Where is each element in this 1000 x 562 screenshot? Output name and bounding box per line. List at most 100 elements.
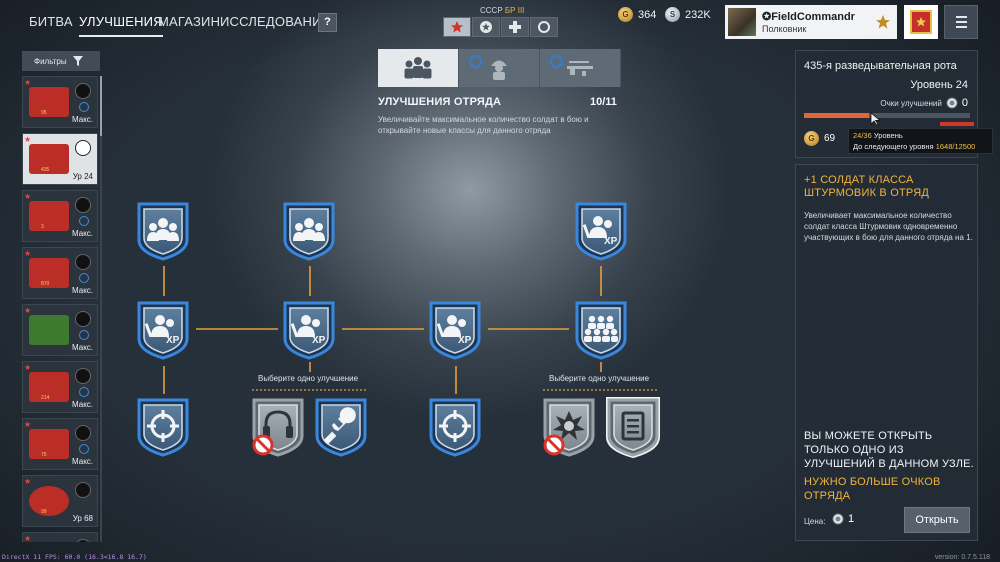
price-value: 1 — [848, 513, 855, 525]
player-name: ✪FieldCommandr — [762, 11, 855, 23]
squad-level: Макс. — [71, 400, 93, 409]
squad-emblem-icon — [29, 372, 69, 402]
squad-coins: G 69 — [804, 131, 835, 146]
branch-us[interactable] — [472, 17, 500, 37]
nation-star-icon: ★ — [24, 78, 32, 87]
nation-star-icon: ★ — [24, 306, 32, 315]
squad-card[interactable]: ★ — [22, 532, 98, 542]
squad-number: 75 — [41, 452, 47, 458]
upgrade-node-squad-size[interactable] — [137, 202, 189, 261]
squad-card[interactable]: ★ 870 Макс. — [22, 247, 98, 299]
squad-number: 95 — [41, 110, 47, 116]
check-circle-icon — [469, 55, 482, 68]
tab-battle[interactable]: БИТВА — [29, 14, 73, 29]
branch-japan[interactable] — [530, 17, 558, 37]
tab-research[interactable]: ИССЛЕДОВАНИЯ — [220, 14, 332, 29]
squad-coins-value: 69 — [824, 133, 836, 144]
squad-card-selected[interactable]: ★ 435 Ур 24 — [22, 133, 98, 185]
squad-card[interactable]: ★ 214 Макс. — [22, 361, 98, 413]
squad-emblem-icon — [29, 315, 69, 345]
upgrade-node-explosive-locked[interactable] — [543, 398, 595, 457]
tab-squad-upgrades[interactable] — [378, 49, 459, 87]
upgrade-node-sniper-class[interactable] — [429, 398, 481, 457]
debug-fps-text: DirectX 11 FPS: 60.0 (16.3<16.8 16.7) — [2, 553, 147, 561]
tab-upgrades[interactable]: УЛУЧШЕНИЯ — [79, 14, 163, 37]
upgrade-description: Увеличивает максимальное количество солд… — [804, 211, 973, 242]
cross-icon — [509, 21, 521, 33]
nation-star-icon: ★ — [24, 249, 32, 258]
tab-shop[interactable]: МАГАЗИН — [158, 14, 221, 29]
filters-button[interactable]: Фильтры — [22, 51, 100, 71]
hamburger-menu-button[interactable] — [944, 5, 978, 39]
player-rank: Полковник — [762, 24, 807, 34]
tooltip-level-value: 24/36 — [853, 131, 872, 140]
class-icon — [75, 197, 91, 213]
upgrade-node-xp-boost[interactable] — [429, 301, 481, 360]
upgrade-node-squad-xp[interactable] — [575, 202, 627, 261]
upgrade-node-assault-soldier[interactable] — [575, 301, 627, 360]
squad-name: 435-я разведывательная рота — [804, 60, 957, 72]
squad-emblem-icon — [29, 144, 69, 174]
nation-star-icon: ★ — [24, 363, 32, 372]
squad-number: 99 — [41, 509, 47, 515]
gold-amount: 364 — [638, 8, 657, 21]
squad-number: 870 — [41, 281, 50, 287]
squad-emblem-icon — [29, 429, 69, 459]
squad-card[interactable]: ★ 99 Ур 68 — [22, 475, 98, 527]
squad-level: Ур 68 — [72, 514, 93, 523]
branch-germany[interactable] — [501, 17, 529, 37]
class-icon — [75, 83, 91, 99]
silver-coin-icon: S — [665, 7, 680, 22]
upgrade-node-squad-size[interactable] — [283, 202, 335, 261]
menu-line-icon — [955, 26, 967, 28]
upgrade-title: +1 СОЛДАТ КЛАССА ШТУРМОВИК В ОТРЯД — [804, 174, 929, 199]
crosshair-class-icon — [75, 140, 91, 156]
nation-star-icon: ★ — [24, 534, 32, 542]
upgrade-node-xp-boost[interactable] — [137, 301, 189, 360]
gold-coin-icon: G — [618, 7, 633, 22]
squad-level: Ур 24 — [72, 172, 93, 181]
upgrade-detail-panel: +1 СОЛДАТ КЛАССА ШТУРМОВИК В ОТРЯД Увели… — [795, 164, 978, 541]
scrollbar-thumb[interactable] — [100, 76, 102, 136]
medal-icon — [910, 10, 932, 34]
squad-level: Макс. — [71, 457, 93, 466]
open-upgrade-button[interactable]: Открыть — [904, 507, 970, 533]
choose-one-upgrade-label: Выберите одно улучшение — [258, 374, 359, 383]
upgrade-node-sniper-class[interactable] — [137, 398, 189, 457]
squad-card[interactable]: ★ 3 Макс. — [22, 190, 98, 242]
upgrade-points-label: Очки улучшений — [880, 98, 942, 108]
squad-level: Макс. — [71, 115, 93, 124]
squad-list-scrollbar[interactable] — [100, 76, 102, 542]
class-icon — [75, 425, 91, 441]
tab-soldier-upgrades[interactable] — [459, 49, 540, 87]
section-progress-count: 10/11 — [590, 96, 617, 108]
upgrade-node-radio-operator-locked[interactable] — [252, 398, 304, 457]
upgrade-point-icon — [832, 513, 844, 525]
squad-number: 435 — [41, 167, 50, 173]
squad-card[interactable]: ★ 95 Макс. — [22, 76, 98, 128]
squad-card[interactable]: ★ Макс. — [22, 304, 98, 356]
filters-label: Фильтры — [34, 56, 67, 66]
upgrade-node-engineer-class[interactable] — [315, 398, 367, 457]
choose-one-upgrade-label: Выберите одно улучшение — [549, 374, 650, 383]
check-icon — [79, 273, 89, 283]
upgrade-points-value: 0 — [961, 97, 968, 109]
branch-ussr-star[interactable] — [443, 17, 471, 37]
menu-line-icon — [955, 21, 967, 23]
level-tooltip: 24/36 Уровень До следующего уровня 1648/… — [848, 128, 993, 154]
weapons-icon — [567, 61, 593, 76]
class-icon — [75, 311, 91, 327]
tab-weapon-upgrades[interactable] — [540, 49, 621, 87]
rank-star-icon — [873, 12, 893, 32]
upgrade-node-xp-boost[interactable] — [283, 301, 335, 360]
help-button[interactable]: ? — [318, 13, 337, 32]
class-icon — [75, 254, 91, 270]
squad-card[interactable]: ★ 75 Макс. — [22, 418, 98, 470]
price-label: Цена: — [804, 517, 826, 526]
nation-star-icon: ★ — [24, 420, 32, 429]
upgrade-node-radio-selected[interactable] — [606, 397, 660, 459]
class-icon — [75, 539, 91, 542]
medal-button[interactable] — [904, 5, 938, 39]
player-profile[interactable]: ✪FieldCommandr Полковник — [725, 5, 897, 39]
level-progress-marker — [940, 122, 974, 126]
